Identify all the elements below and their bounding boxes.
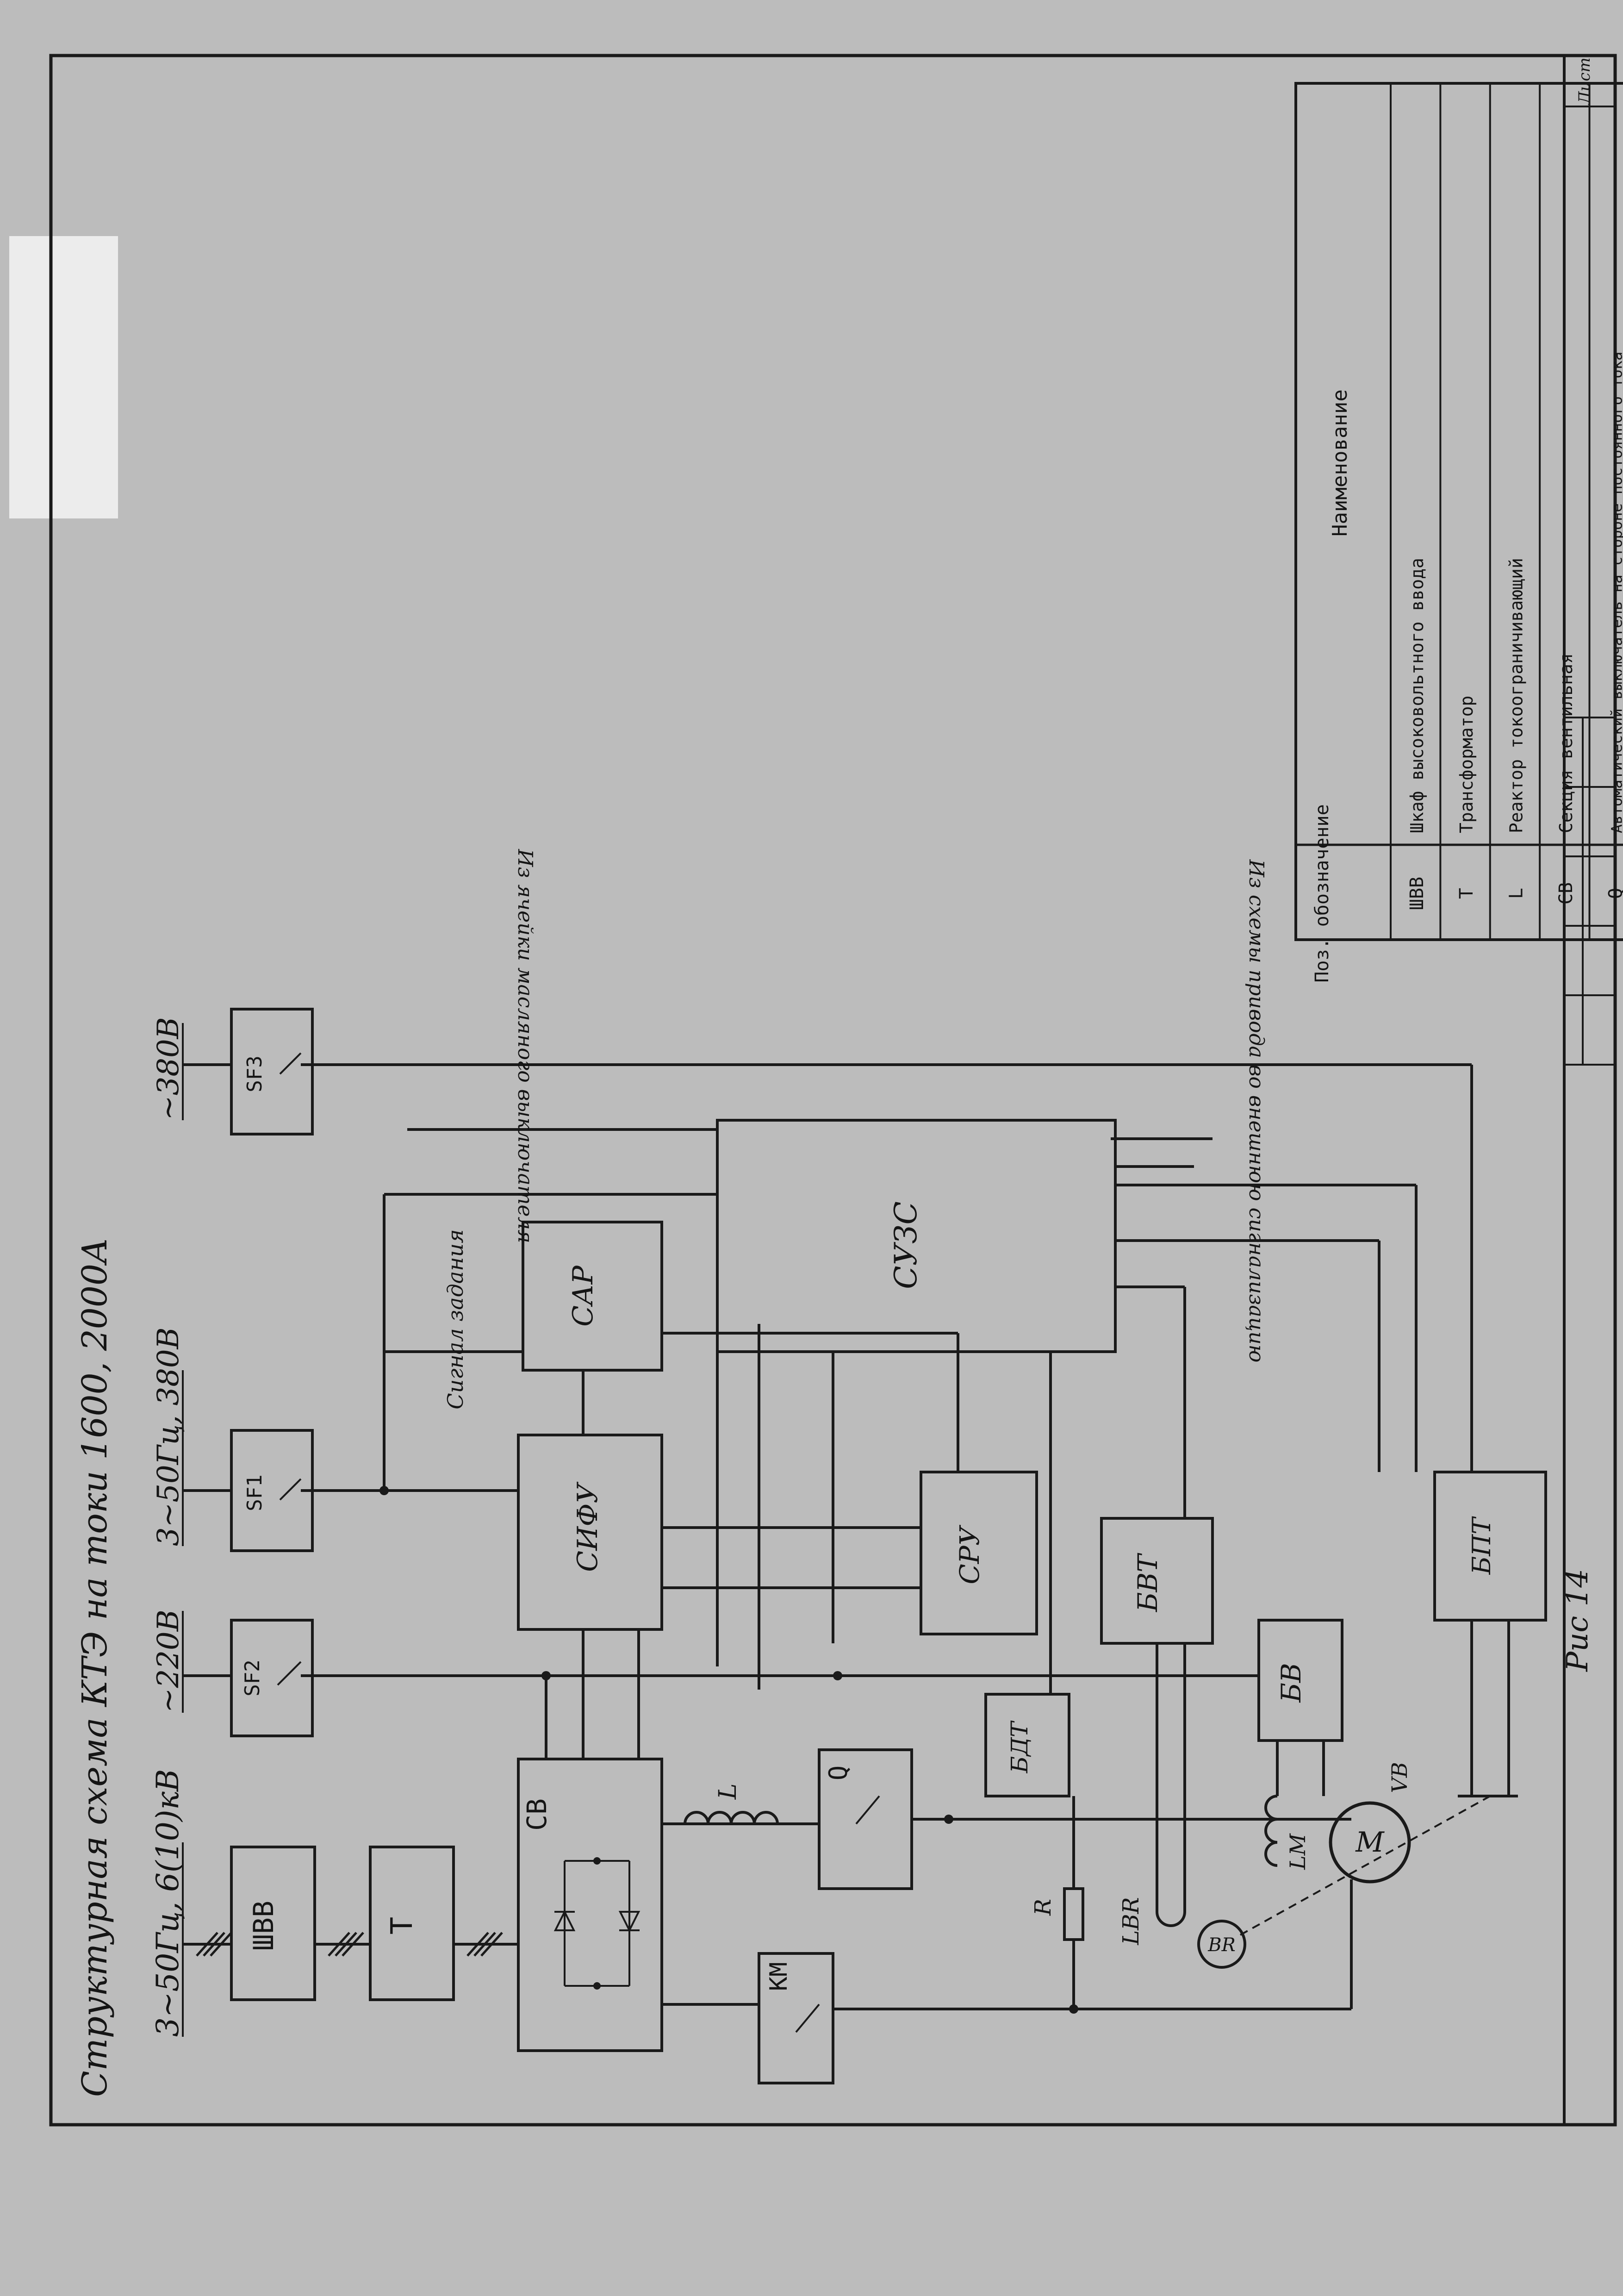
drawing-frame xyxy=(49,54,1617,2127)
supply-220-label: ~220В xyxy=(151,1610,186,1713)
block-t xyxy=(369,1846,455,2001)
supply-380b-label: ~380В xyxy=(151,1017,186,1120)
svg-text:Из схемы привода во внешнюю си: Из схемы привода во внешнюю сигнализацию xyxy=(1244,859,1268,1363)
phase-marks xyxy=(196,1932,503,1957)
block-shvv xyxy=(230,1846,316,2001)
svg-text:BR: BR xyxy=(1207,1934,1236,1956)
block-sar xyxy=(522,1221,663,1372)
white-label-patch xyxy=(9,236,118,518)
svg-text:Сигнал задания: Сигнал задания xyxy=(443,1229,468,1409)
reactor-l-icon xyxy=(684,1811,779,1824)
table-row-name: Шкаф высоковольтного ввода xyxy=(1407,558,1427,833)
svg-text:БПТ: БПТ xyxy=(1467,1516,1496,1575)
svg-text:САР: САР xyxy=(567,1265,599,1327)
block-sf3 xyxy=(230,1008,314,1136)
tachogenerator-br xyxy=(1197,1920,1246,1969)
block-sifu xyxy=(517,1434,663,1631)
svg-text:Q: Q xyxy=(824,1766,853,1781)
svg-text:БДТ: БДТ xyxy=(1006,1720,1033,1773)
table-row-name: Секция вентильная xyxy=(1556,653,1576,833)
table-row-pos: L xyxy=(1506,888,1527,899)
svg-text:КМ: КМ xyxy=(765,1962,793,1991)
block-bv xyxy=(1257,1619,1343,1742)
supply-380-label: 3~50Гц, 380В xyxy=(151,1327,186,1546)
svg-text:СУЗС: СУЗС xyxy=(888,1201,924,1289)
block-sv xyxy=(517,1758,663,2052)
svg-text:БВТ: БВТ xyxy=(1132,1553,1163,1612)
table-row-name: Автоматический выключатель на стороне по… xyxy=(1608,352,1623,833)
figure-label: Рис 14 xyxy=(1561,1569,1595,1672)
block-suzs xyxy=(716,1119,1117,1353)
table-row-pos: Q xyxy=(1605,888,1623,899)
block-sru xyxy=(920,1471,1038,1635)
svg-text:SF3: SF3 xyxy=(243,1055,267,1092)
block-bdt xyxy=(984,1693,1070,1797)
svg-text:Т: Т xyxy=(385,1917,419,1935)
svg-text:SF1: SF1 xyxy=(243,1474,267,1511)
table-row-name: Трансформатор xyxy=(1456,696,1477,833)
svg-text:СРУ: СРУ xyxy=(954,1524,985,1584)
svg-text:L: L xyxy=(714,1784,742,1800)
thyristor-bridge-icon xyxy=(553,1857,640,1990)
svg-text:ШВВ: ШВВ xyxy=(248,1901,280,1951)
block-sf2 xyxy=(230,1619,314,1737)
table-header-pos: Поз. обозначение xyxy=(1312,804,1333,982)
table-row-pos: СВ xyxy=(1555,882,1577,905)
svg-text:LBR: LBR xyxy=(1118,1897,1144,1945)
svg-text:LM: LM xyxy=(1285,1833,1310,1870)
svg-text:СИФУ: СИФУ xyxy=(572,1482,604,1572)
svg-text:СВ: СВ xyxy=(521,1798,553,1831)
svg-text:R: R xyxy=(1030,1899,1056,1916)
sheet-corner-label: Лист xyxy=(1575,57,1594,106)
svg-text:M: M xyxy=(1355,1826,1385,1859)
block-km xyxy=(758,1952,834,2084)
table-row-pos: Т xyxy=(1456,888,1477,899)
components-table: Поз. обозначение Наименование ШВВ Шкаф вы… xyxy=(1294,82,1623,983)
block-bpt xyxy=(1433,1471,1547,1622)
table-row-pos: ШВВ xyxy=(1406,877,1428,910)
motor-m xyxy=(1329,1801,1411,1884)
diagram-title: Структурная схема КТЭ на токи 1600, 2000… xyxy=(75,1238,115,2097)
table-header-name: Наименование xyxy=(1328,389,1352,537)
svg-text:VB: VB xyxy=(1387,1762,1412,1793)
svg-text:БВ: БВ xyxy=(1275,1663,1307,1703)
table-row-name: Реактор токоограничивающий xyxy=(1506,558,1527,833)
supply-hv-label: 3~50Гц, 6(10)кВ xyxy=(150,1769,186,2037)
svg-text:Из ячейки масляного выключател: Из ячейки масляного выключателя xyxy=(513,849,537,1243)
svg-text:SF2: SF2 xyxy=(241,1660,264,1696)
